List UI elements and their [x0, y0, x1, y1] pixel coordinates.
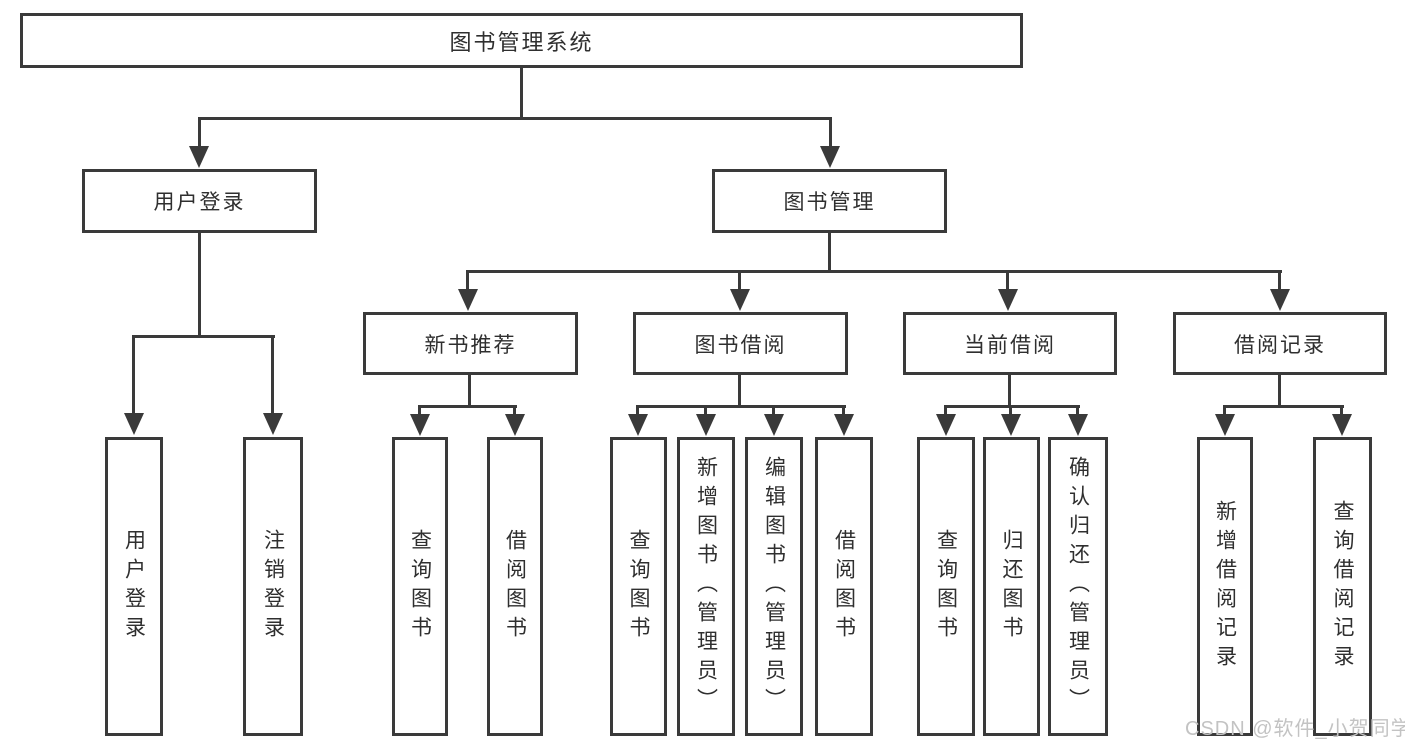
connector-line	[829, 117, 832, 149]
connector-line	[1008, 375, 1011, 408]
leaf-label: 查询图书	[934, 528, 958, 645]
leaf-label: 注销登录	[261, 528, 285, 645]
connector-line	[842, 405, 845, 416]
arrow-down-icon	[1332, 414, 1352, 436]
node-borrow-books: 借阅图书	[815, 437, 873, 736]
connector-line	[738, 270, 741, 291]
connector-line	[1076, 405, 1079, 416]
connector-line	[132, 335, 135, 415]
connector-line	[1223, 405, 1226, 416]
arrow-down-icon	[189, 146, 209, 168]
leaf-label: 编辑图书（管理员）	[762, 456, 786, 717]
node-query-books-current: 查询图书	[917, 437, 975, 736]
arrow-down-icon	[936, 414, 956, 436]
connector-line	[466, 270, 1282, 273]
leaf-label: 查询借阅记录	[1331, 499, 1354, 674]
node-book-borrowing: 图书借阅	[633, 312, 848, 375]
connector-line	[704, 405, 707, 416]
leaf-label: 用户登录	[122, 528, 146, 645]
connector-line	[738, 375, 741, 408]
arrow-down-icon	[124, 413, 144, 435]
node-logout: 注销登录	[243, 437, 303, 736]
node-borrow-books-recommend: 借阅图书	[487, 437, 543, 736]
node-query-borrow-record: 查询借阅记录	[1313, 437, 1372, 736]
node-add-borrow-record: 新增借阅记录	[1197, 437, 1253, 736]
connector-line	[636, 405, 846, 408]
arrow-down-icon	[820, 146, 840, 168]
connector-line	[198, 233, 201, 338]
node-borrowing-records: 借阅记录	[1173, 312, 1387, 375]
connector-line	[1009, 405, 1012, 416]
leaf-label: 新增图书（管理员）	[694, 456, 718, 717]
arrow-down-icon	[730, 289, 750, 311]
arrow-down-icon	[1068, 414, 1088, 436]
node-new-book-recommendation: 新书推荐	[363, 312, 578, 375]
csdn-watermark: CSDN @软件_小贺同学	[1185, 718, 1405, 740]
connector-line	[418, 405, 517, 408]
node-query-books-borrow: 查询图书	[610, 437, 667, 736]
connector-line	[520, 66, 523, 119]
connector-line	[1278, 270, 1281, 291]
node-user-login-leaf: 用户登录	[105, 437, 163, 736]
arrow-down-icon	[263, 413, 283, 435]
node-confirm-return-admin: 确认归还（管理员）	[1048, 437, 1108, 736]
arrow-down-icon	[696, 414, 716, 436]
arrow-down-icon	[1215, 414, 1235, 436]
arrow-down-icon	[998, 289, 1018, 311]
leaf-label: 归还图书	[1000, 528, 1023, 645]
node-edit-book-admin: 编辑图书（管理员）	[745, 437, 803, 736]
connector-line	[132, 335, 275, 338]
arrow-down-icon	[764, 414, 784, 436]
connector-line	[1223, 405, 1344, 408]
connector-line	[636, 405, 639, 416]
leaf-label: 新增借阅记录	[1213, 499, 1237, 674]
leaf-label: 确认归还（管理员）	[1066, 456, 1090, 717]
arrow-down-icon	[628, 414, 648, 436]
connector-line	[944, 405, 947, 416]
connector-line	[828, 233, 831, 273]
leaf-label: 查询图书	[408, 528, 432, 645]
node-current-borrowing: 当前借阅	[903, 312, 1117, 375]
connector-line	[1340, 405, 1343, 416]
node-user-login: 用户登录	[82, 169, 317, 233]
connector-line	[513, 405, 516, 416]
connector-line	[1278, 375, 1281, 408]
arrow-down-icon	[1001, 414, 1021, 436]
leaf-label: 借阅图书	[503, 528, 527, 645]
node-book-management: 图书管理	[712, 169, 947, 233]
arrow-down-icon	[505, 414, 525, 436]
node-return-book: 归还图书	[983, 437, 1040, 736]
connector-line	[271, 335, 274, 415]
connector-line	[944, 405, 1080, 408]
arrow-down-icon	[1270, 289, 1290, 311]
arrow-down-icon	[458, 289, 478, 311]
connector-line	[198, 117, 832, 120]
node-library-management-system: 图书管理系统	[20, 13, 1023, 68]
node-add-book-admin: 新增图书（管理员）	[677, 437, 735, 736]
arrow-down-icon	[834, 414, 854, 436]
connector-line	[198, 117, 201, 149]
node-query-books-recommend: 查询图书	[392, 437, 448, 736]
leaf-label: 查询图书	[627, 528, 650, 645]
arrow-down-icon	[410, 414, 430, 436]
connector-line	[418, 405, 421, 416]
connector-line	[1006, 270, 1009, 291]
leaf-label: 借阅图书	[832, 528, 856, 645]
connector-line	[466, 270, 469, 291]
connector-line	[468, 375, 471, 408]
connector-line	[772, 405, 775, 416]
